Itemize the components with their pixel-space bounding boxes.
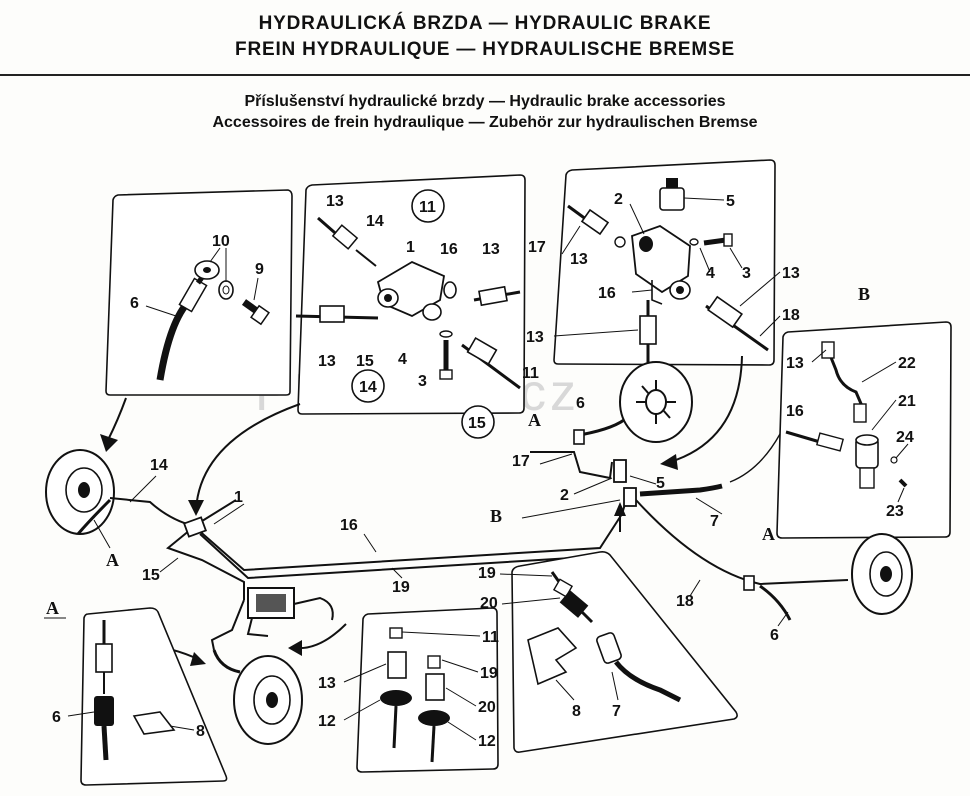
panel-a-detail: A 6 8 xyxy=(44,598,228,786)
section-letter-a-4: A xyxy=(46,598,59,618)
callout-22: 22 xyxy=(898,355,916,372)
callout-18: 18 xyxy=(782,307,800,324)
callout-16-b: 16 xyxy=(598,285,616,302)
callout-16-c: 16 xyxy=(786,403,804,420)
callout-12: 12 xyxy=(318,713,336,730)
callout-11: 11 xyxy=(419,199,436,216)
callout-5-b: 5 xyxy=(656,475,665,492)
callout-19: 19 xyxy=(392,579,410,596)
callout-8: 8 xyxy=(196,723,205,740)
callout-3: 3 xyxy=(418,373,427,390)
callout-15: 15 xyxy=(356,353,374,370)
callout-16: 16 xyxy=(440,241,458,258)
callout-13-b: 13 xyxy=(482,241,500,258)
callout-1-b: 1 xyxy=(234,489,243,506)
callout-4-b: 4 xyxy=(706,265,715,282)
callout-19-c: 19 xyxy=(478,565,496,582)
callout-7-b: 7 xyxy=(612,703,621,720)
callout-17: 17 xyxy=(528,239,546,256)
callout-7: 7 xyxy=(710,513,719,530)
callout-21: 21 xyxy=(898,393,916,410)
callout-18-b: 18 xyxy=(676,593,694,610)
callout-13-e: 13 xyxy=(782,265,800,282)
callout-23: 23 xyxy=(886,503,904,520)
panel-grommet-detail: 11 13 19 12 20 12 xyxy=(318,607,499,773)
header: HYDRAULICKÁ BRZDA — HYDRAULIC BRAKE FREI… xyxy=(0,0,970,76)
callout-13-f: 13 xyxy=(526,329,544,346)
callout-2-b: 2 xyxy=(560,487,569,504)
panel-hose-detail: 10 9 6 xyxy=(105,189,293,396)
callout-11-b: 11 xyxy=(522,365,539,382)
section-letter-b: B xyxy=(858,284,870,304)
callout-14-c: 14 xyxy=(150,457,168,474)
callout-20: 20 xyxy=(478,699,496,716)
callout-15-c: 15 xyxy=(142,567,160,584)
panel-switch-detail: 19 20 8 7 xyxy=(478,551,738,753)
callout-16-d: 16 xyxy=(340,517,358,534)
callout-1: 1 xyxy=(406,239,415,256)
callout-13-g: 13 xyxy=(786,355,804,372)
callout-14-b: 14 xyxy=(359,379,377,396)
callout-15-b: 15 xyxy=(468,415,486,432)
subtitle-line-2: Accessoires de frein hydraulique — Zubeh… xyxy=(212,114,758,131)
section-letter-b-2: B xyxy=(490,506,502,526)
callout-2: 2 xyxy=(614,191,623,208)
callout-20-b: 20 xyxy=(480,595,498,612)
title-line-2: FREIN HYDRAULIQUE — HYDRAULISCHE BREMSE xyxy=(235,39,735,60)
section-letter-a-1: A xyxy=(106,550,119,570)
callout-10: 10 xyxy=(212,233,230,250)
callout-6-d: 6 xyxy=(52,709,61,726)
callout-17-b: 17 xyxy=(512,453,530,470)
callout-3-b: 3 xyxy=(742,265,751,282)
main-brake-system: A A A B 14 1 15 16 19 17 2 5 7 18 6 6 xyxy=(45,355,913,745)
panel-b-detail: B 13 22 21 16 24 23 xyxy=(776,284,952,539)
callout-9: 9 xyxy=(255,261,264,278)
header-rule xyxy=(0,74,970,76)
callout-13-h: 13 xyxy=(318,675,336,692)
callout-12-b: 12 xyxy=(478,733,496,750)
section-letter-a-2: A xyxy=(528,410,541,430)
callout-8-b: 8 xyxy=(572,703,581,720)
section-letter-a-3: A xyxy=(762,524,775,544)
callout-13: 13 xyxy=(326,193,344,210)
callout-24: 24 xyxy=(896,429,914,446)
panel-t-piece-detail: 13 14 11 1 16 13 13 15 14 4 3 11 15 xyxy=(295,174,539,439)
callout-11-c: 11 xyxy=(482,629,499,646)
panel-junction-detail: 2 5 17 13 4 3 16 13 13 18 xyxy=(526,159,800,366)
callout-6: 6 xyxy=(130,295,139,312)
callout-14: 14 xyxy=(366,213,384,230)
callout-13-d: 13 xyxy=(570,251,588,268)
callout-5: 5 xyxy=(726,193,735,210)
callout-19-b: 19 xyxy=(480,665,498,682)
callout-6-b: 6 xyxy=(770,627,779,644)
subtitle-line-1: Příslušenství hydraulické brzdy — Hydrau… xyxy=(244,93,726,110)
callout-13-c: 13 xyxy=(318,353,336,370)
callout-6-c: 6 xyxy=(576,395,585,412)
title-line-1: HYDRAULICKÁ BRZDA — HYDRAULIC BRAKE xyxy=(258,13,712,34)
callout-4: 4 xyxy=(398,351,407,368)
